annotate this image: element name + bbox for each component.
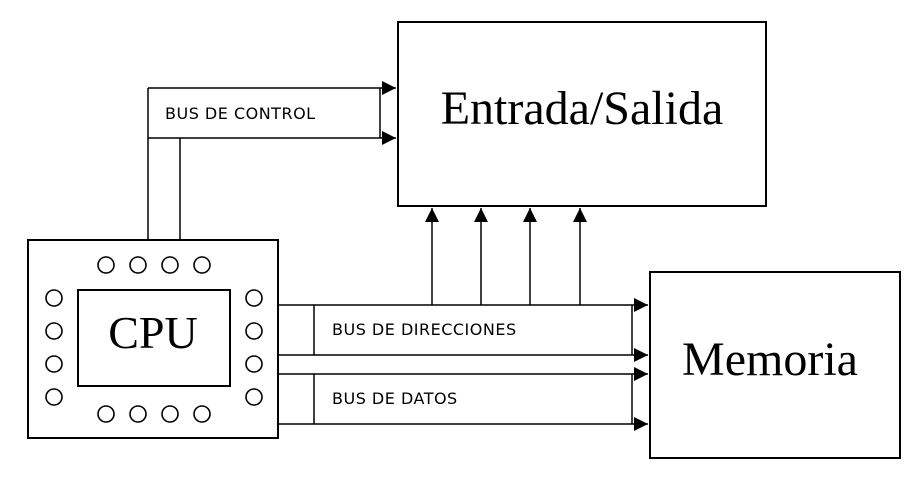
data-bus-label: BUS DE DATOS — [332, 389, 458, 408]
cpu-pin — [245, 355, 263, 373]
cpu-label: CPU — [108, 307, 197, 358]
data-bus — [278, 367, 648, 431]
cpu-pins — [45, 256, 263, 423]
memory-block: Memoria — [649, 271, 901, 459]
cpu-pin — [161, 405, 179, 423]
cpu-pin — [129, 256, 147, 274]
cpu-pin — [245, 289, 263, 307]
cpu-pin — [161, 256, 179, 274]
cpu-die — [77, 289, 231, 387]
address-bus — [278, 208, 648, 362]
cpu-pin — [129, 405, 147, 423]
control-bus — [147, 81, 396, 240]
cpu-pin — [245, 322, 263, 340]
io-label: Entrada/Salida — [441, 82, 724, 135]
cpu-pin — [245, 388, 263, 406]
memory-label: Memoria — [682, 333, 858, 386]
cpu-pin — [45, 355, 63, 373]
address-bus-label: BUS DE DIRECCIONES — [332, 320, 517, 339]
io-block: Entrada/Salida — [397, 21, 767, 207]
cpu-pin — [45, 322, 63, 340]
control-bus-label: BUS DE CONTROL — [165, 104, 316, 123]
cpu-pin — [97, 405, 115, 423]
cpu-pin — [45, 289, 63, 307]
cpu-pin — [45, 388, 63, 406]
io-box — [397, 21, 767, 207]
cpu-pin — [193, 405, 211, 423]
cpu-pin — [193, 256, 211, 274]
memory-box — [649, 271, 901, 459]
cpu-pin — [97, 256, 115, 274]
cpu-chip: CPU — [27, 239, 279, 439]
